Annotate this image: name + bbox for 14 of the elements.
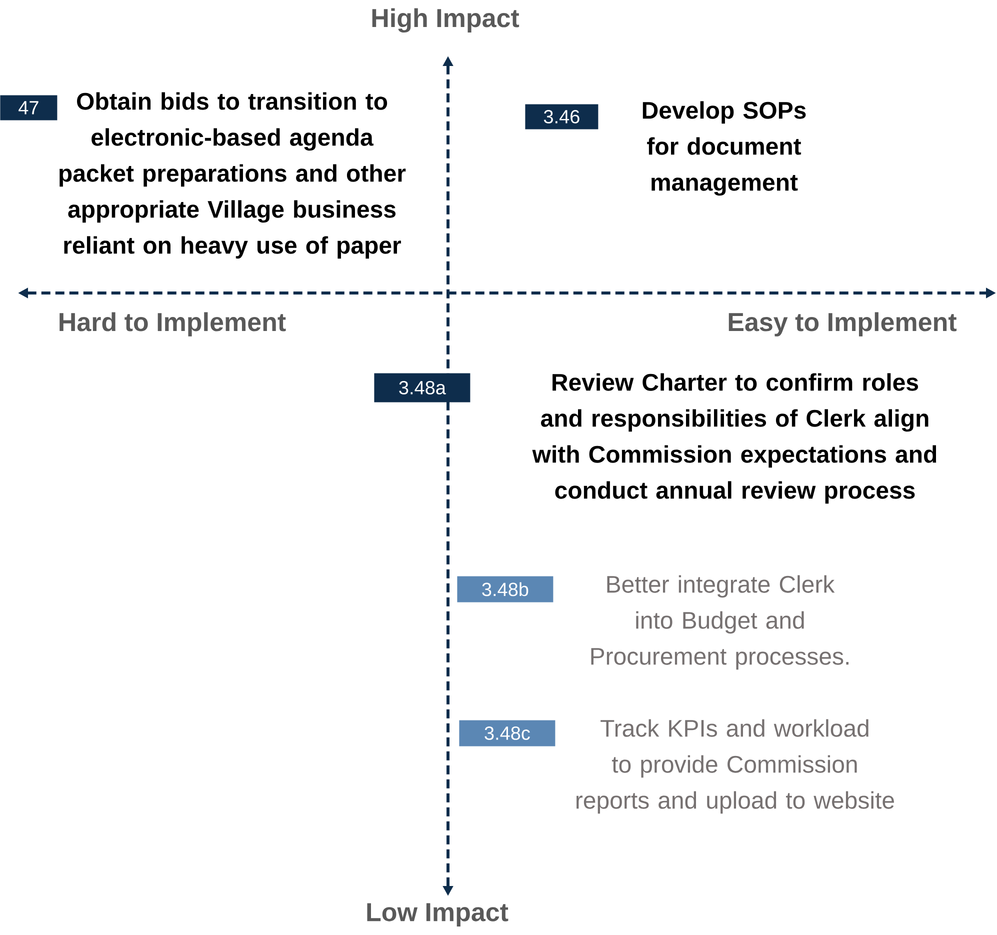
number-tag: 3.48c bbox=[459, 720, 556, 746]
number-tag: 3.46 bbox=[525, 104, 598, 130]
item-description: Review Charter to confirm roles and responsibilities of Clerk align with Commission expectations and conduct annual review process bbox=[532, 373, 936, 504]
number-tag: 3.48b bbox=[457, 576, 554, 602]
item-description: Develop SOPs for document management bbox=[642, 101, 806, 196]
axis-label: Easy to Implement bbox=[728, 312, 957, 336]
axis-label: High Impact bbox=[372, 8, 520, 33]
axis-label: Hard to Implement bbox=[60, 312, 286, 336]
number-tag: 47 bbox=[0, 95, 58, 120]
axis-label: Low Impact bbox=[367, 903, 508, 926]
item-description: Track KPIs and workload to provide Commission reports and upload to website bbox=[576, 719, 894, 814]
number-tag: 3.48a bbox=[374, 373, 470, 402]
item-description: Obtain bids to transition to electronic-based agenda packet preparations and other appropriate Village business reliant on heavy use of paper bbox=[60, 92, 406, 259]
item-description: Better integrate Clerk into Budget and Procurement processes. bbox=[591, 575, 848, 670]
